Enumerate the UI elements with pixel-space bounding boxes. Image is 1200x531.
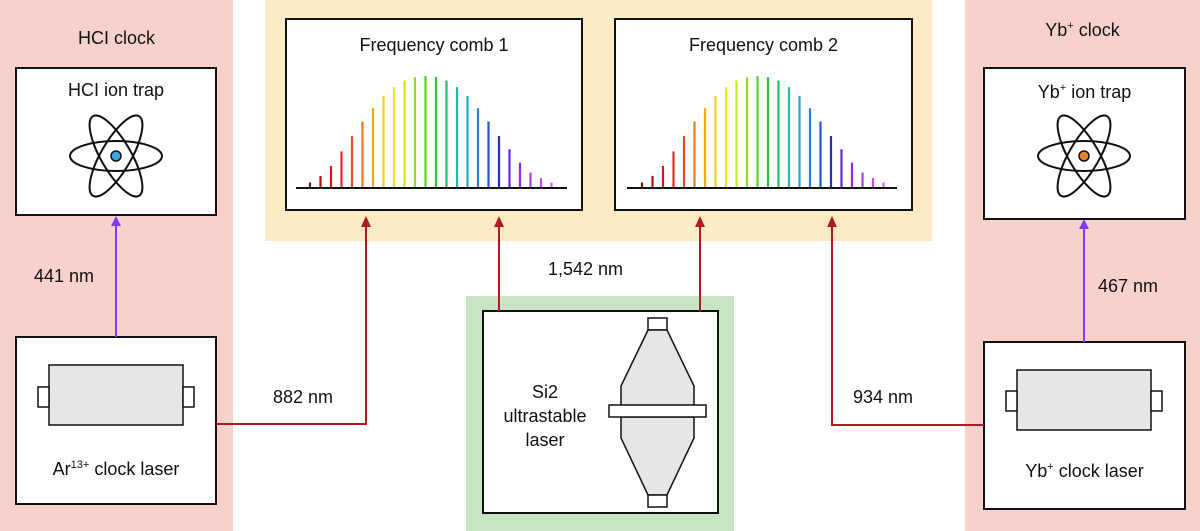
si2-cavity-icon: [608, 317, 707, 508]
link-882nm: [216, 216, 371, 425]
yb-ion-trap-label: Yb+ ion trap: [1037, 82, 1132, 102]
yb-clock-title: Yb+ clock: [1045, 20, 1120, 40]
link-467nm: [1079, 219, 1089, 342]
wavelength-934-label: 934 nm: [853, 387, 914, 407]
wavelength-441-label: 441 nm: [34, 266, 95, 286]
link-1542nm-comb2: [695, 216, 705, 311]
ar-clock-laser-label: Ar13+ clock laser: [52, 459, 180, 479]
comb-2-title: Frequency comb 2: [688, 35, 839, 55]
link-934nm: [827, 216, 984, 426]
frequency-comb-1-box: [285, 18, 583, 211]
yb-ion-trap-box: [983, 67, 1186, 220]
yb-laser-head-icon: [1005, 369, 1163, 431]
yb-atom-icon: [1037, 114, 1131, 198]
hci-clock-title: HCI clock: [77, 28, 155, 48]
hci-atom-icon: [69, 114, 163, 198]
wavelength-467-label: 467 nm: [1098, 276, 1159, 296]
comb-1-title: Frequency comb 1: [359, 35, 509, 55]
link-441nm: [111, 216, 121, 337]
frequency-comb-2-box: [614, 18, 913, 211]
link-1542nm-comb1: [494, 216, 504, 311]
comb-2-spectrum: [640, 76, 885, 187]
comb-1-spectrum: [308, 76, 553, 187]
wavelength-1542-label: 1,542 nm: [548, 259, 624, 279]
wavelength-882-label: 882 nm: [273, 387, 334, 407]
si2-laser-label: Si2 ultrastable laser: [503, 382, 587, 450]
hci-ion-trap-label: HCI ion trap: [67, 80, 165, 100]
ar-laser-head-icon: [37, 364, 195, 426]
yb-clock-laser-label: Yb+ clock laser: [1025, 461, 1144, 481]
